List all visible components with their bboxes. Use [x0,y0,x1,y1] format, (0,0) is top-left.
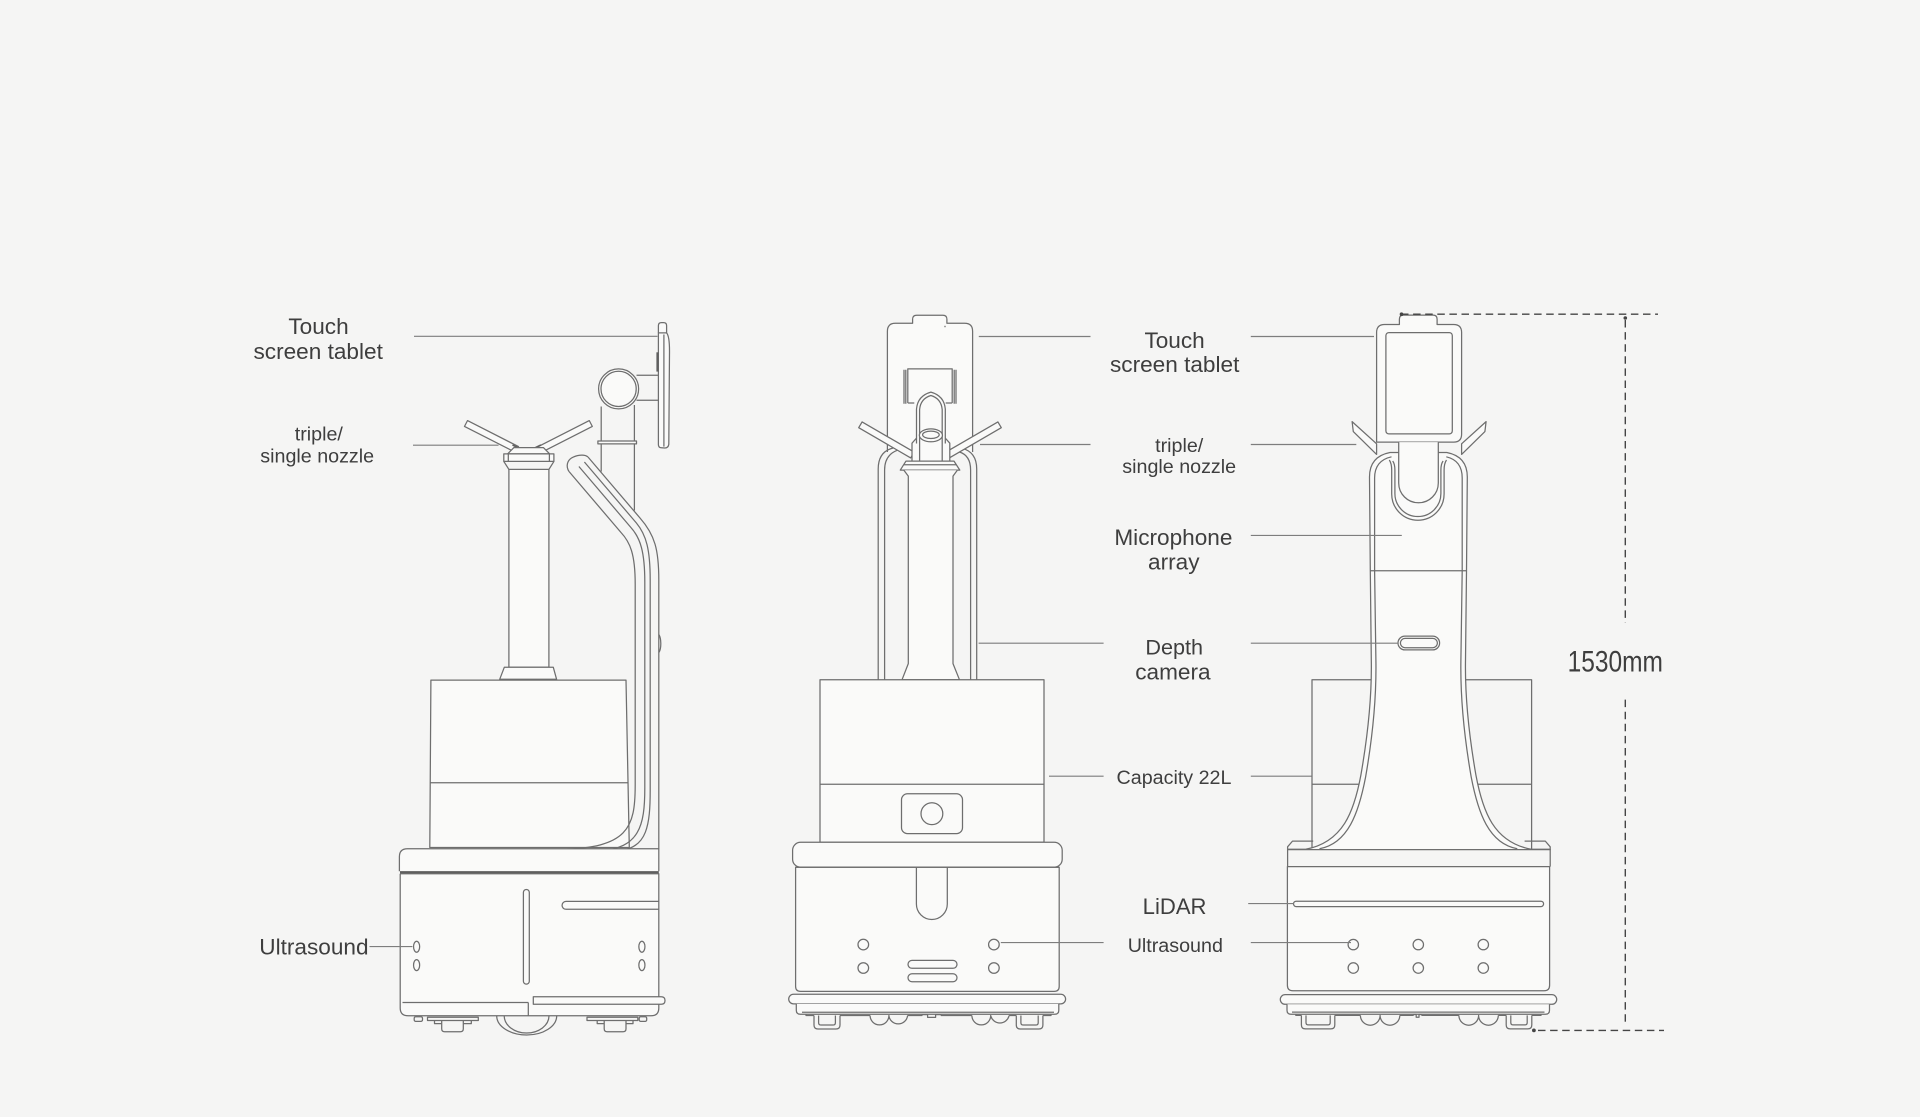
svg-text:Microphone: Microphone [1114,525,1232,550]
svg-text:triple/: triple/ [295,424,344,446]
svg-text:Ultrasound: Ultrasound [1128,935,1223,957]
svg-text:Depth: Depth [1145,635,1203,660]
svg-text:LiDAR: LiDAR [1143,894,1207,919]
svg-text:Ultrasound: Ultrasound [259,935,368,960]
svg-text:array: array [1148,550,1200,575]
svg-text:1530mm: 1530mm [1568,644,1663,678]
svg-text:Touch: Touch [1144,328,1204,353]
svg-text:Capacity 22L: Capacity 22L [1117,767,1232,789]
svg-text:single nozzle: single nozzle [1122,456,1236,478]
svg-text:triple/: triple/ [1155,435,1204,457]
svg-text:screen tablet: screen tablet [254,339,384,364]
svg-text:Touch: Touch [288,314,348,339]
svg-text:screen tablet: screen tablet [1110,352,1240,377]
svg-text:camera: camera [1135,660,1211,685]
svg-text:single nozzle: single nozzle [260,446,374,468]
